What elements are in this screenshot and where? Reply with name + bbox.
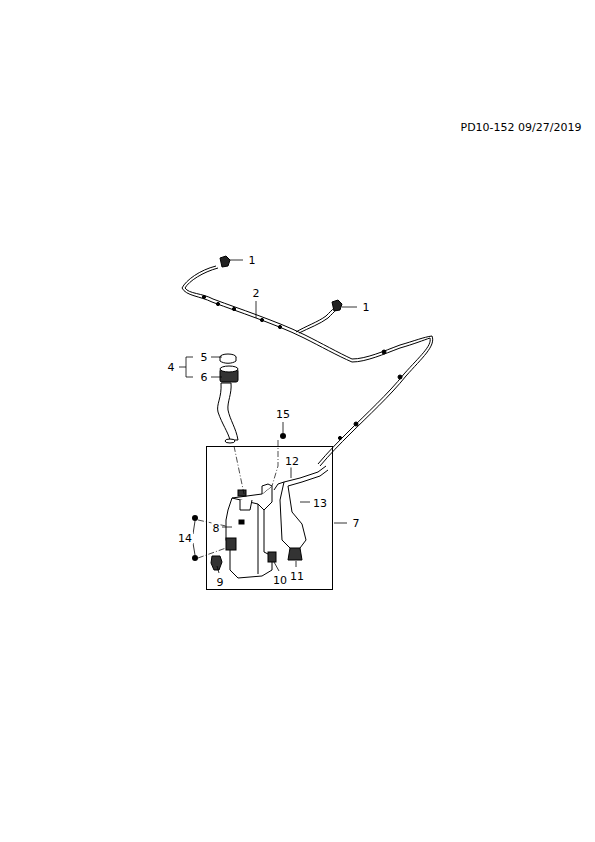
washer-reservoir (211, 484, 302, 578)
assembly-lines (198, 440, 278, 558)
leader-lines-inner (217, 467, 310, 573)
callout-number: 2 (252, 287, 261, 300)
callout-number: 10 (272, 574, 288, 587)
assembly-frame: 12 13 8 1011 9 (206, 446, 333, 590)
drawing-code: PD10-152 09/27/2019 (460, 121, 583, 134)
callout-number: 6 (200, 371, 209, 384)
washer-nozzles (220, 256, 342, 311)
callout-number: 11 (289, 570, 305, 583)
callout-number: 4 (167, 361, 176, 374)
callout-number: 15 (275, 408, 291, 421)
callout-number: 5 (200, 351, 209, 364)
callout-number: 1 (362, 301, 371, 314)
callout-number: 9 (216, 576, 225, 589)
tank-hoses (274, 466, 328, 548)
callout-number: 1 (248, 254, 257, 267)
callout-number: 12 (284, 455, 300, 468)
callout-number: 8 (212, 522, 221, 535)
callout-number: 14 (177, 532, 193, 545)
callout-number: 7 (352, 517, 361, 530)
callout-number: 13 (312, 497, 328, 510)
filler-neck (218, 354, 238, 443)
hose-lines (182, 266, 433, 466)
